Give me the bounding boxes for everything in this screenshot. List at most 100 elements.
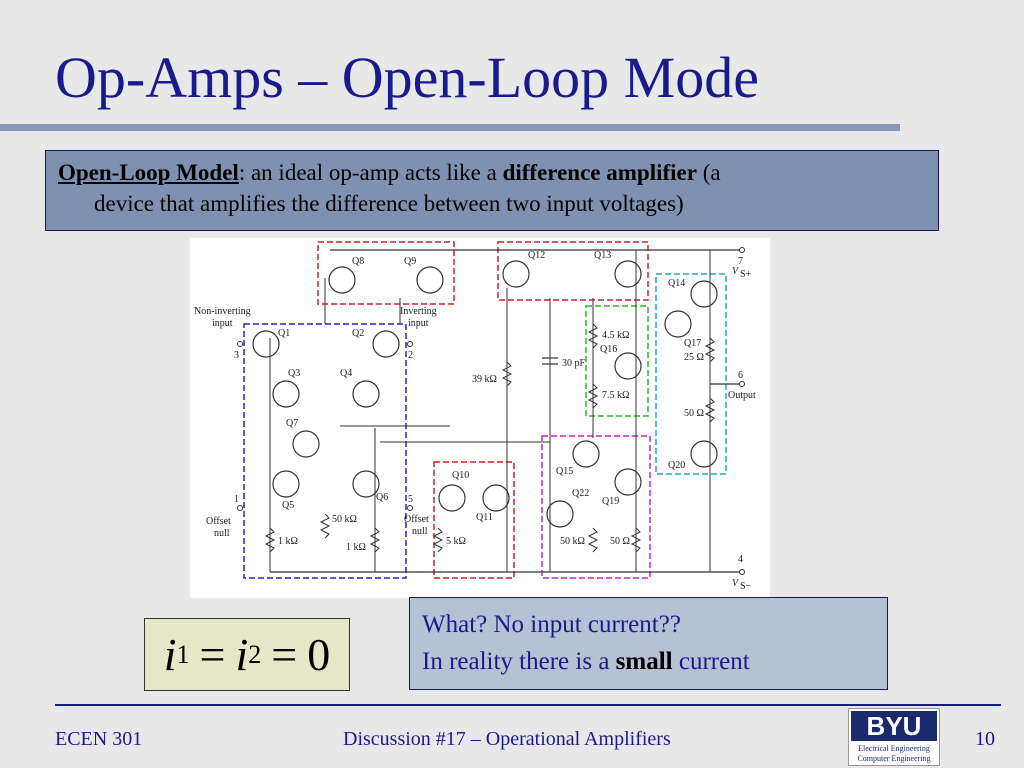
- label-r5k: 5 kΩ: [446, 536, 466, 547]
- transistor-q20: [690, 440, 718, 468]
- label-q11: Q11: [476, 512, 493, 523]
- label-pin1: 1: [234, 494, 239, 505]
- label-q16: Q16: [600, 344, 617, 355]
- group-q10-q11: [433, 461, 515, 579]
- definition-text-a: : an ideal op-amp acts like a: [238, 160, 503, 185]
- label-inv-1: Inverting: [400, 306, 437, 317]
- transistor-q22: [546, 500, 574, 528]
- label-vsplus: V: [732, 266, 740, 277]
- label-offset1-b: null: [214, 528, 230, 539]
- logo-sub2: Computer Engineering: [857, 754, 931, 763]
- label-r1k-b: 1 kΩ: [346, 542, 366, 553]
- label-q13: Q13: [594, 250, 611, 261]
- label-pin7: 7: [738, 256, 743, 267]
- page-title: Op-Amps – Open-Loop Mode: [55, 45, 759, 110]
- transistor-q7: [292, 430, 320, 458]
- label-r45k: 4.5 kΩ: [602, 330, 629, 341]
- group-input-stage: [243, 323, 407, 579]
- title-divider: [0, 124, 900, 131]
- label-r25: 25 Ω: [684, 352, 704, 363]
- label-offset5-b: null: [412, 526, 428, 537]
- transistor-q8: [328, 266, 356, 294]
- note-line2-c: current: [672, 648, 750, 675]
- group-q8-q9: [317, 241, 455, 305]
- label-noninv-1: Non-inverting: [194, 306, 251, 317]
- eq-sub1: 1: [176, 639, 190, 669]
- label-pin2: 2: [408, 350, 413, 361]
- footer-course: ECEN 301: [55, 728, 143, 750]
- transistor-q16: [614, 352, 642, 380]
- label-r50-b: 50 Ω: [610, 536, 630, 547]
- transistor-q5: [272, 470, 300, 498]
- note-line2-a: In reality there is a: [422, 648, 616, 675]
- logo-sub1: Electrical Engineering: [858, 744, 930, 753]
- label-q22: Q22: [572, 488, 589, 499]
- note-line1: What? No input current??: [422, 611, 681, 638]
- logo-brand: BYU: [851, 711, 937, 741]
- label-r50: 50 Ω: [684, 408, 704, 419]
- transistor-q4: [352, 380, 380, 408]
- label-c30p: 30 pF: [562, 358, 586, 369]
- transistor-q1: [252, 330, 280, 358]
- label-pin5: 5: [408, 494, 413, 505]
- label-offset1-a: Offset: [206, 516, 231, 527]
- eq-zero: 0: [307, 629, 331, 680]
- transistor-q11: [482, 484, 510, 512]
- transistor-q2: [372, 330, 400, 358]
- definition-box: Open-Loop Model: an ideal op-amp acts li…: [45, 150, 939, 231]
- label-r39k: 39 kΩ: [472, 374, 497, 385]
- transistor-q15: [572, 440, 600, 468]
- label-r50k-b: 50 kΩ: [560, 536, 585, 547]
- transistor-q13: [614, 260, 642, 288]
- eq-i1: i: [163, 629, 177, 680]
- transistor-q6: [352, 470, 380, 498]
- footer-title: Discussion #17 – Operational Amplifiers: [343, 728, 671, 750]
- transistor-q17: [664, 310, 692, 338]
- circuit-svg: Q8 Q9 Q12 Q13 Q14 Q1 Q2 Q3 Q4 Q7 Q5 Q6 Q…: [194, 241, 756, 592]
- group-q14-q20: [655, 273, 727, 475]
- label-q17: Q17: [684, 338, 701, 349]
- transistor-q19: [614, 468, 642, 496]
- label-vsminus: V: [732, 578, 740, 589]
- group-q15-q22-q19: [541, 435, 651, 579]
- label-q14: Q14: [668, 278, 685, 289]
- definition-term: Open-Loop Model: [58, 160, 239, 185]
- label-q20: Q20: [668, 460, 685, 471]
- label-q10: Q10: [452, 470, 469, 481]
- footer-divider: [55, 704, 1001, 706]
- transistor-q3: [272, 380, 300, 408]
- note-box: What? No input current?? In reality ther…: [409, 597, 888, 690]
- note-line2: In reality there is a small current: [422, 643, 875, 680]
- label-q9: Q9: [404, 256, 416, 267]
- label-q7: Q7: [286, 418, 298, 429]
- label-inv-2: input: [408, 318, 429, 329]
- label-q4: Q4: [340, 368, 352, 379]
- eq-equals-2: =: [271, 629, 298, 680]
- label-r50k-a: 50 kΩ: [332, 514, 357, 525]
- label-noninv-2: input: [212, 318, 233, 329]
- label-pin4: 4: [738, 554, 743, 565]
- label-pin3: 3: [234, 350, 239, 361]
- label-r1k-a: 1 kΩ: [278, 536, 298, 547]
- transistor-q10: [438, 484, 466, 512]
- note-line2-emphasis: small: [615, 648, 673, 675]
- group-q16: [585, 305, 649, 417]
- definition-line2: device that amplifies the difference bet…: [94, 191, 684, 216]
- label-pin6: 6: [738, 370, 743, 381]
- transistor-q12: [502, 260, 530, 288]
- definition-text-b: (a: [696, 160, 721, 185]
- label-q15: Q15: [556, 466, 573, 477]
- transistor-q9: [416, 266, 444, 294]
- label-q6: Q6: [376, 492, 388, 503]
- byu-logo: BYU Electrical Engineering Computer Engi…: [848, 708, 940, 766]
- op-amp-circuit-diagram: Q8 Q9 Q12 Q13 Q14 Q1 Q2 Q3 Q4 Q7 Q5 Q6 Q…: [190, 238, 770, 598]
- label-q12: Q12: [528, 250, 545, 261]
- label-offset5-a: Offset: [404, 514, 429, 525]
- definition-emphasis: difference amplifier: [502, 160, 697, 185]
- label-vsplus-sub: S+: [740, 269, 752, 280]
- label-output: Output: [728, 390, 756, 401]
- group-q12-q13: [497, 241, 649, 301]
- transistor-q14: [690, 280, 718, 308]
